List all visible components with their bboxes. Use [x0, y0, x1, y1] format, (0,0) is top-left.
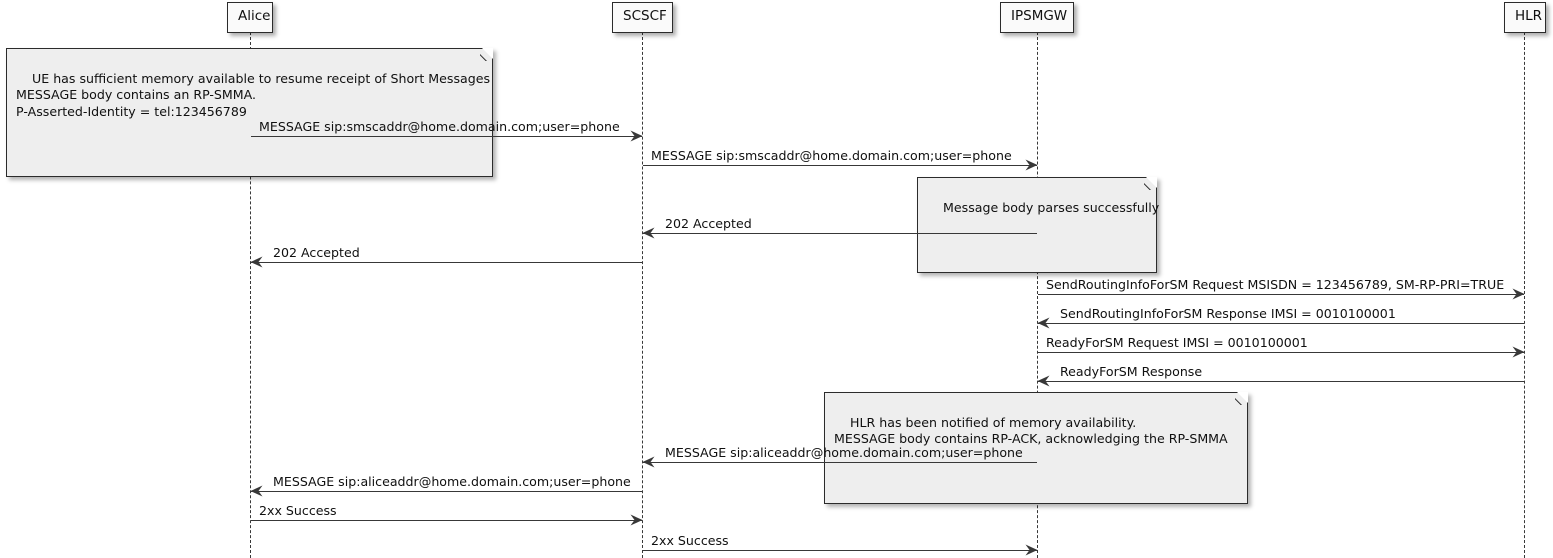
note-parse-ok: Message body parses successfully [917, 177, 1160, 273]
participant-alice-label: Alice [238, 8, 271, 24]
message-line [251, 136, 642, 137]
message-m7-label: ReadyForSM Request IMSI = 0010100001 [1046, 335, 1308, 350]
participant-scscf[interactable]: SCSCF [612, 2, 673, 33]
message-line [251, 520, 642, 521]
message-line [643, 550, 1037, 551]
arrowhead-right-icon [1512, 346, 1525, 358]
message-m1-label: MESSAGE sip:smscaddr@home.domain.com;use… [259, 119, 620, 134]
lifeline-alice [250, 32, 251, 558]
arrowhead-right-icon [630, 130, 643, 142]
arrowhead-right-icon [1512, 288, 1525, 300]
participant-scscf-label: SCSCF [623, 8, 667, 24]
message-line [251, 491, 642, 492]
note-hlr-notified-text: HLR has been notified of memory availabi… [834, 414, 1228, 447]
participant-hlr[interactable]: HLR [1504, 2, 1546, 33]
message-m9-label: MESSAGE sip:aliceaddr@home.domain.com;us… [665, 445, 1023, 460]
message-line [643, 233, 1037, 234]
note-ue-memory: UE has sufficient memory available to re… [6, 48, 493, 177]
message-m10-label: MESSAGE sip:aliceaddr@home.domain.com;us… [273, 474, 631, 489]
arrowhead-left-icon [1037, 375, 1050, 387]
arrowhead-left-icon [1037, 317, 1050, 329]
arrowhead-right-icon [630, 514, 643, 526]
participant-ipsmgw-label: IPSMGW [1011, 8, 1068, 24]
message-m11-label: 2xx Success [259, 503, 337, 518]
arrowhead-right-icon [1025, 544, 1038, 556]
note-ue-memory-text: UE has sufficient memory available to re… [16, 70, 491, 119]
lifeline-hlr [1524, 32, 1525, 558]
arrowhead-left-icon [250, 485, 263, 497]
message-line [1038, 294, 1524, 295]
participant-alice[interactable]: Alice [227, 2, 273, 33]
arrowhead-left-icon [642, 227, 655, 239]
message-m8-label: ReadyForSM Response [1060, 364, 1203, 379]
arrowhead-right-icon [1025, 159, 1038, 171]
message-line [251, 262, 642, 263]
note-parse-ok-text: Message body parses successfully [943, 199, 1160, 215]
message-line [1038, 352, 1524, 353]
message-line [1038, 381, 1524, 382]
message-line [643, 165, 1037, 166]
message-line [643, 462, 1037, 463]
note-fold-edge-icon [480, 48, 493, 61]
participant-ipsmgw[interactable]: IPSMGW [1000, 2, 1074, 33]
lifeline-scscf [642, 32, 643, 558]
arrowhead-left-icon [642, 456, 655, 468]
message-m12-label: 2xx Success [651, 533, 729, 548]
note-hlr-notified: HLR has been notified of memory availabi… [824, 392, 1248, 504]
message-m2-label: MESSAGE sip:smscaddr@home.domain.com;use… [651, 148, 1012, 163]
note-fold-edge-icon [1144, 177, 1157, 190]
message-m4-label: 202 Accepted [273, 245, 360, 260]
message-m6-label: SendRoutingInfoForSM Response IMSI = 001… [1060, 306, 1396, 321]
note-fold-edge-icon [1235, 392, 1248, 405]
message-m5-label: SendRoutingInfoForSM Request MSISDN = 12… [1046, 277, 1505, 292]
arrowhead-left-icon [250, 256, 263, 268]
participant-hlr-label: HLR [1515, 8, 1543, 24]
lifeline-ipsmgw [1037, 32, 1038, 558]
message-line [1038, 323, 1524, 324]
message-m3-label: 202 Accepted [665, 216, 752, 231]
